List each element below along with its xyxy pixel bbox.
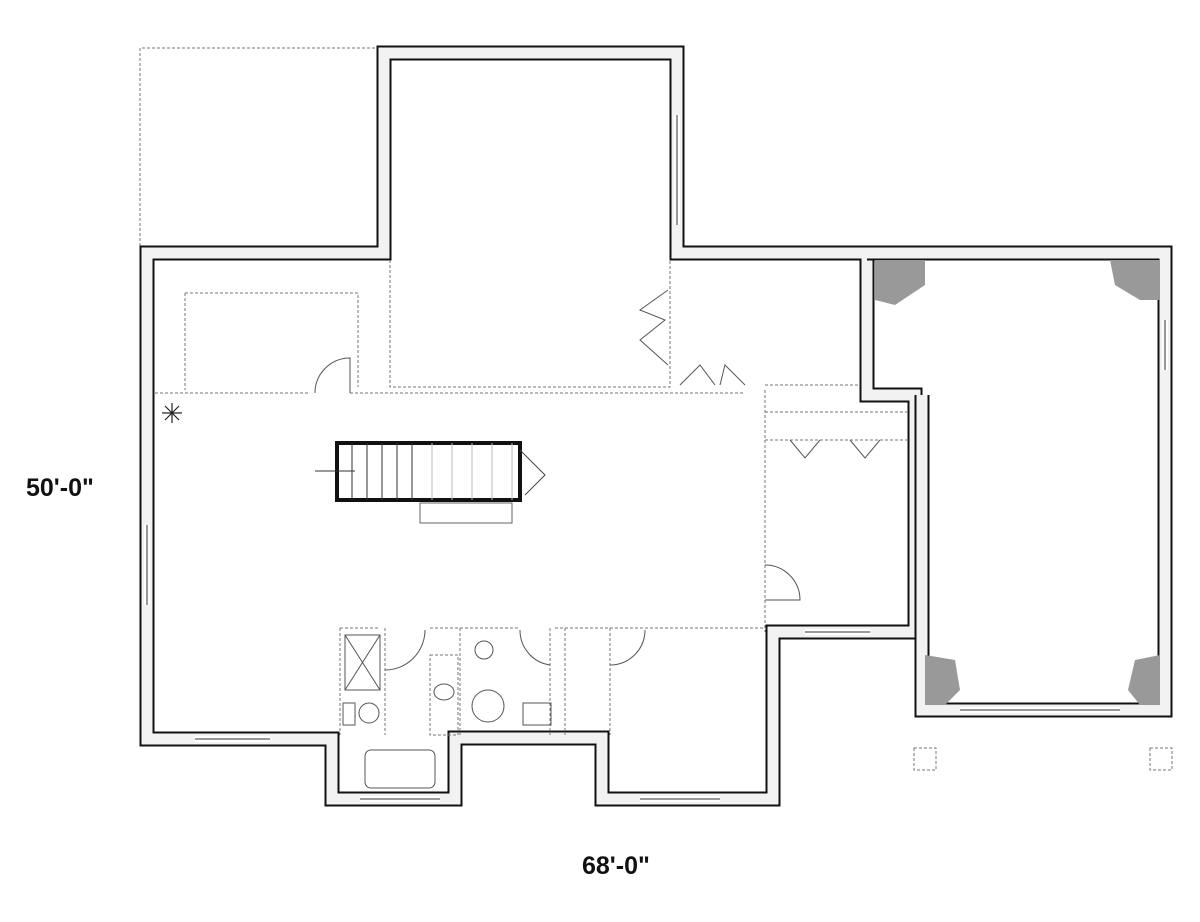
exterior-walls <box>139 45 1173 807</box>
depth-dimension: 50'-0" <box>26 474 94 502</box>
doors <box>314 289 881 671</box>
light-fixture-icon <box>162 403 182 423</box>
stair <box>315 441 546 524</box>
deck-outline <box>139 47 377 246</box>
windows <box>144 115 1168 802</box>
garage-details <box>875 260 1173 771</box>
window-lines <box>146 115 1166 800</box>
interior-partitions <box>155 260 908 735</box>
bathroom-fixtures <box>342 634 552 789</box>
width-dimension: 68'-0" <box>582 852 650 880</box>
